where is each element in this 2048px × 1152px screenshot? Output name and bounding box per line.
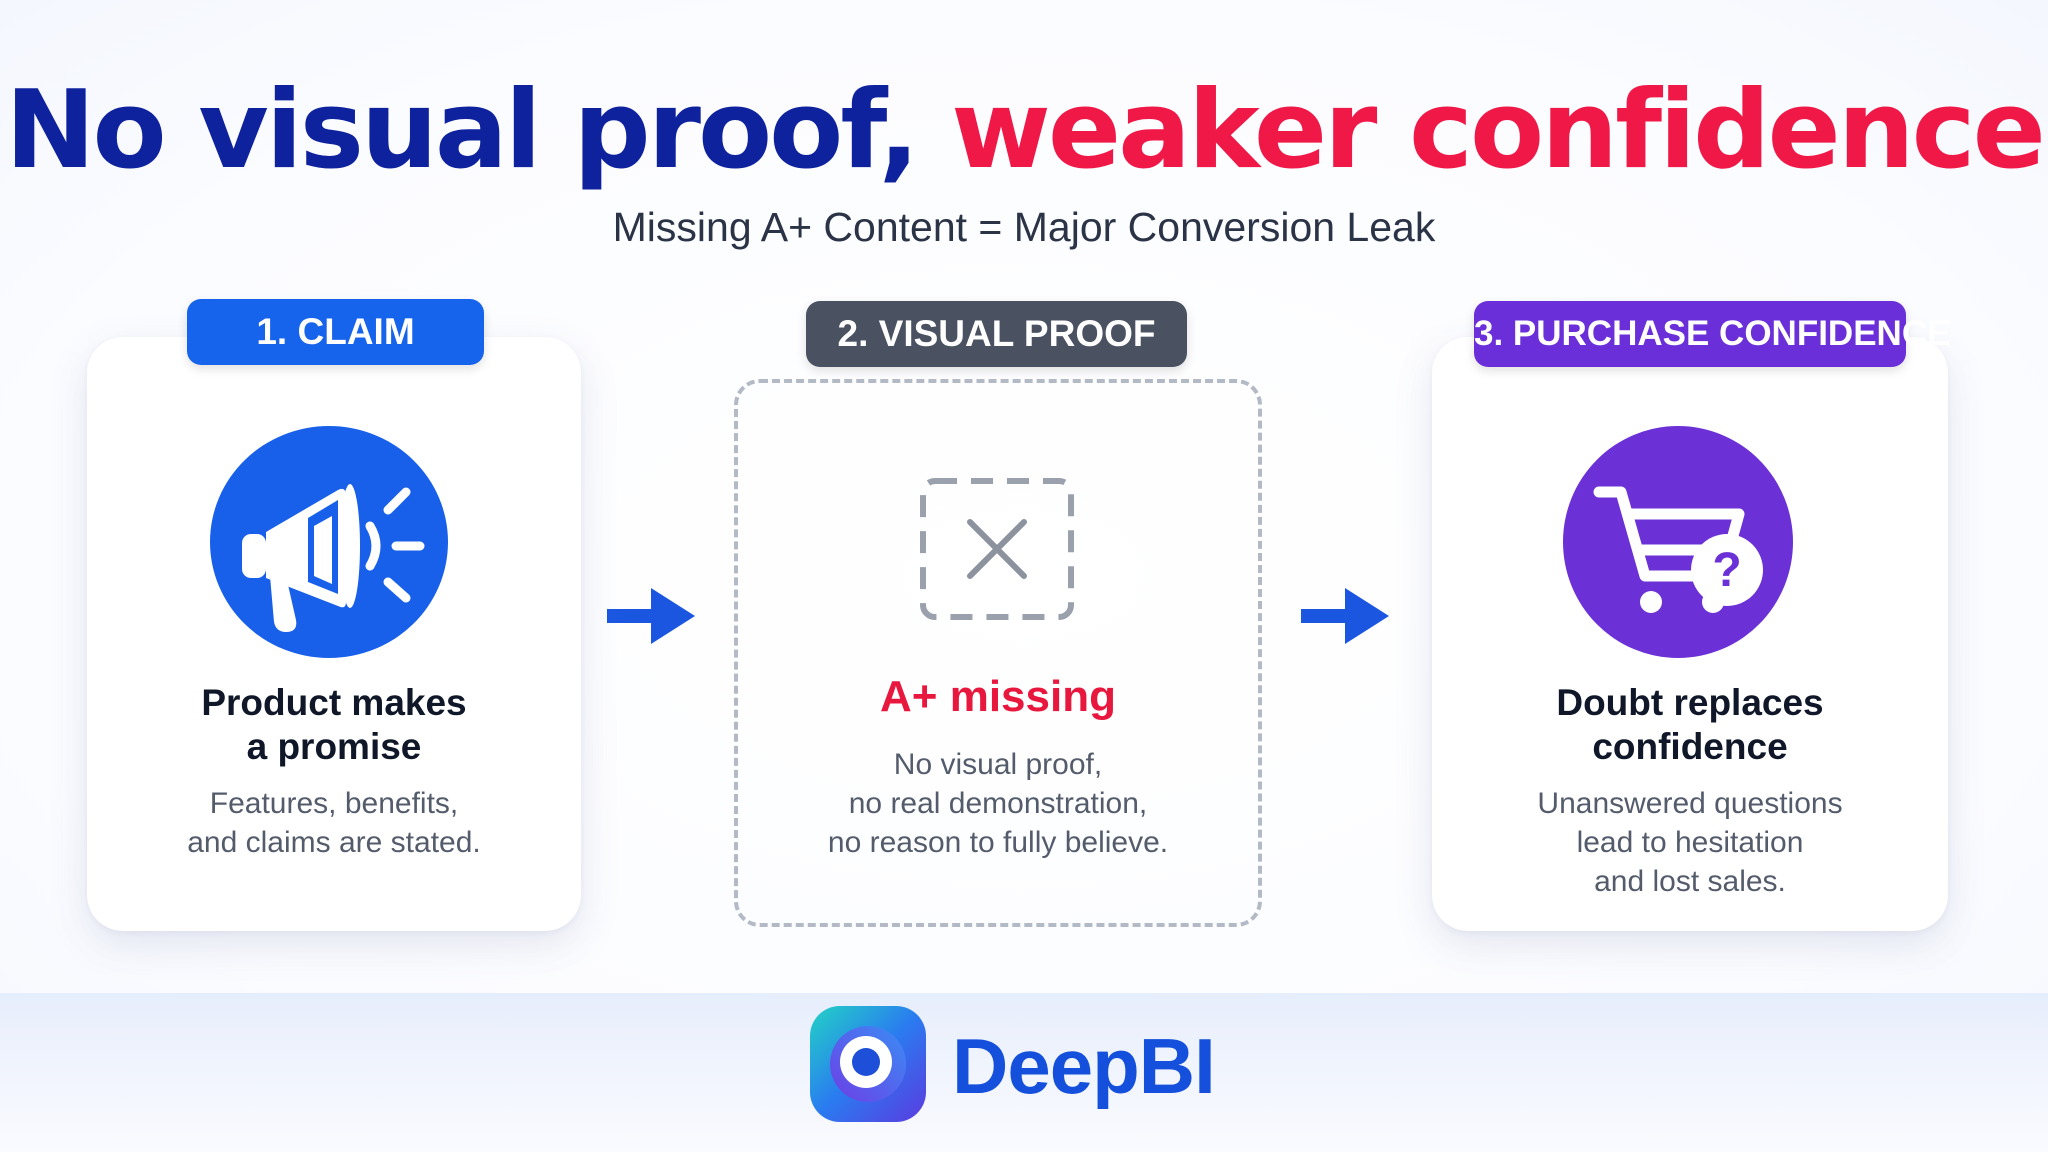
visual-proof-badge: 2. VISUAL PROOF [806,301,1187,367]
purchase-confidence-title-line: confidence [1592,726,1788,767]
purchase-confidence-description: Unanswered questions lead to hesitation … [1432,784,1948,901]
headline-part-1: No visual proof, [5,68,919,193]
arrow-right-icon [607,588,695,644]
purchase-confidence-badge: 3. PURCHASE CONFIDENCE [1474,301,1950,367]
svg-text:?: ? [1712,544,1741,597]
headline-part-2: weaker confidence [951,68,2046,193]
purchase-confidence-title-line: Doubt replaces [1556,682,1824,723]
visual-proof-desc-line: no reason to fully believe. [827,826,1169,859]
claim-description: Features, benefits, and claims are state… [87,784,581,862]
claim-title: Product makes a promise [87,681,581,769]
deepbi-logo-icon [810,1006,926,1122]
arrow-right-icon [1301,588,1389,644]
missing-image-x-icon [920,478,1074,620]
claim-desc-line: Features, benefits, [209,787,459,820]
purchase-confidence-title: Doubt replaces confidence [1432,681,1948,769]
visual-proof-card [734,379,1262,927]
cart-question-icon: ? [1563,426,1793,658]
visual-proof-title-line: A+ missing [880,672,1116,721]
headline: No visual proof, weaker confidence [0,71,2048,191]
purchase-confidence-desc-line: and lost sales. [1594,865,1786,898]
brand-name: DeepBI [952,1022,1216,1110]
claim-title-line: a promise [246,726,422,767]
claim-badge: 1. CLAIM [187,299,484,365]
visual-proof-desc-line: No visual proof, [893,748,1103,781]
purchase-confidence-desc-line: lead to hesitation [1576,826,1804,859]
megaphone-icon [210,426,448,658]
purchase-confidence-desc-line: Unanswered questions [1537,787,1843,820]
footer-band [0,993,2048,1152]
visual-proof-desc-line: no real demonstration, [848,787,1148,820]
visual-proof-title: A+ missing [734,675,1262,719]
claim-desc-line: and claims are stated. [187,826,481,859]
visual-proof-description: No visual proof, no real demonstration, … [734,745,1262,862]
subtitle: Missing A+ Content = Major Conversion Le… [612,204,1436,250]
claim-title-line: Product makes [201,682,467,723]
